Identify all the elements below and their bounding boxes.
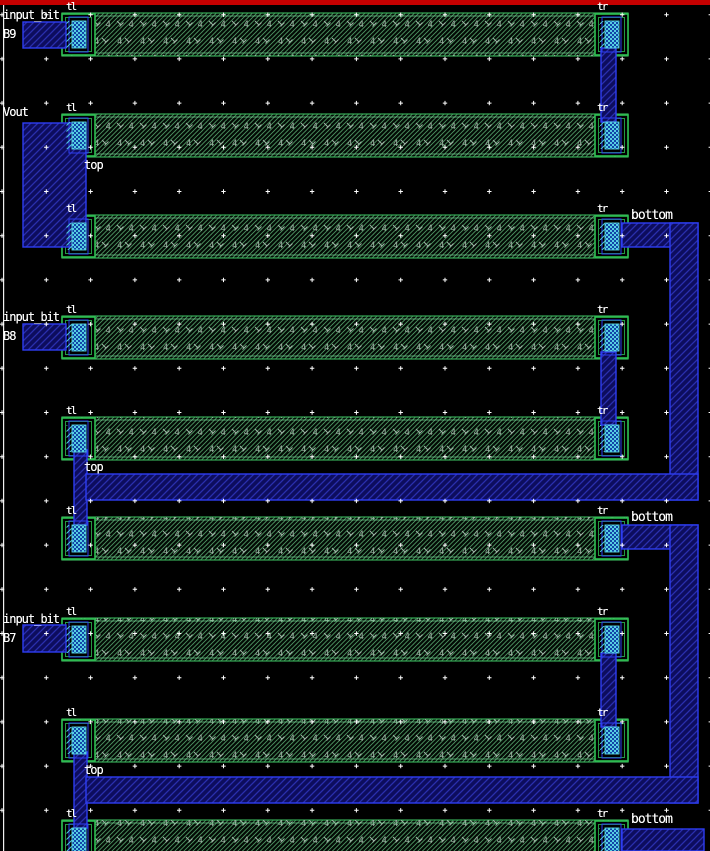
metal-left-strap-g3[interactable]	[73, 751, 88, 829]
metal-right-link-g2[interactable]	[600, 351, 617, 426]
contact-via[interactable]	[71, 121, 87, 150]
contact-via[interactable]	[604, 726, 620, 755]
contact-via[interactable]	[71, 524, 87, 553]
layer-resistors	[61, 12, 629, 851]
layer-metal	[22, 21, 705, 851]
metal-input-pad-b7[interactable]	[22, 624, 67, 653]
contact-via[interactable]	[604, 20, 620, 49]
contact-via[interactable]	[604, 323, 620, 352]
metal-bottom-drop-g1[interactable]	[669, 222, 699, 501]
contact-via[interactable]	[71, 424, 87, 453]
metal-input-pad-b9[interactable]	[22, 21, 67, 49]
contact-via[interactable]	[71, 222, 87, 251]
metal-right-link-g1[interactable]	[600, 47, 617, 123]
contact-via[interactable]	[604, 121, 620, 150]
grid-dots	[0, 12, 710, 813]
contact-via[interactable]	[604, 222, 620, 251]
cell-boundary-line	[3, 5, 5, 851]
metal-top-bus-g2[interactable]	[85, 473, 699, 501]
contact-via[interactable]	[71, 726, 87, 755]
metal-input-pad-b8[interactable]	[22, 323, 67, 351]
metal-right-link-g3[interactable]	[600, 652, 617, 728]
metal-left-strap-g2[interactable]	[73, 449, 88, 526]
contact-via[interactable]	[71, 827, 87, 851]
contact-via[interactable]	[71, 625, 87, 654]
contact-via[interactable]	[604, 424, 620, 453]
contact-via[interactable]	[604, 524, 620, 553]
window-top-border	[0, 0, 710, 5]
layer-vias	[66, 16, 622, 851]
metal-top-bus-g3[interactable]	[85, 776, 699, 804]
metal-bottom-arm-g3[interactable]	[621, 828, 705, 851]
contact-via[interactable]	[71, 20, 87, 49]
metal-bottom-drop-g2[interactable]	[669, 524, 699, 804]
contact-via[interactable]	[604, 827, 620, 851]
layer-grid-dots	[0, 12, 710, 813]
contact-via[interactable]	[604, 625, 620, 654]
contact-via[interactable]	[71, 323, 87, 352]
